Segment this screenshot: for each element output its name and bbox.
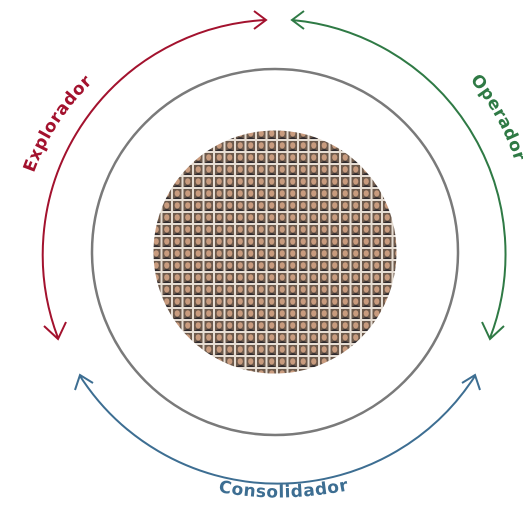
consolidador-arc (74, 373, 481, 485)
operador-arc (290, 10, 507, 341)
operador-arrowhead-top (290, 10, 305, 30)
operador-label-text: Operador (466, 71, 523, 164)
explorador-arc (41, 10, 268, 341)
center-photo-mosaic (152, 129, 398, 375)
outer-ring (90, 67, 460, 437)
explorador-arrowhead-top (253, 10, 268, 30)
explorador-label-text: Explorador (20, 71, 96, 175)
explorador-label: Explorador (20, 71, 97, 175)
explorador-arrowhead-bottom (43, 321, 67, 341)
consolidador-arrowhead-right (461, 373, 481, 391)
operador-arrowhead-bottom (481, 321, 505, 341)
operador-label: Operador (466, 71, 523, 164)
consolidador-arrowhead-left (74, 373, 94, 391)
